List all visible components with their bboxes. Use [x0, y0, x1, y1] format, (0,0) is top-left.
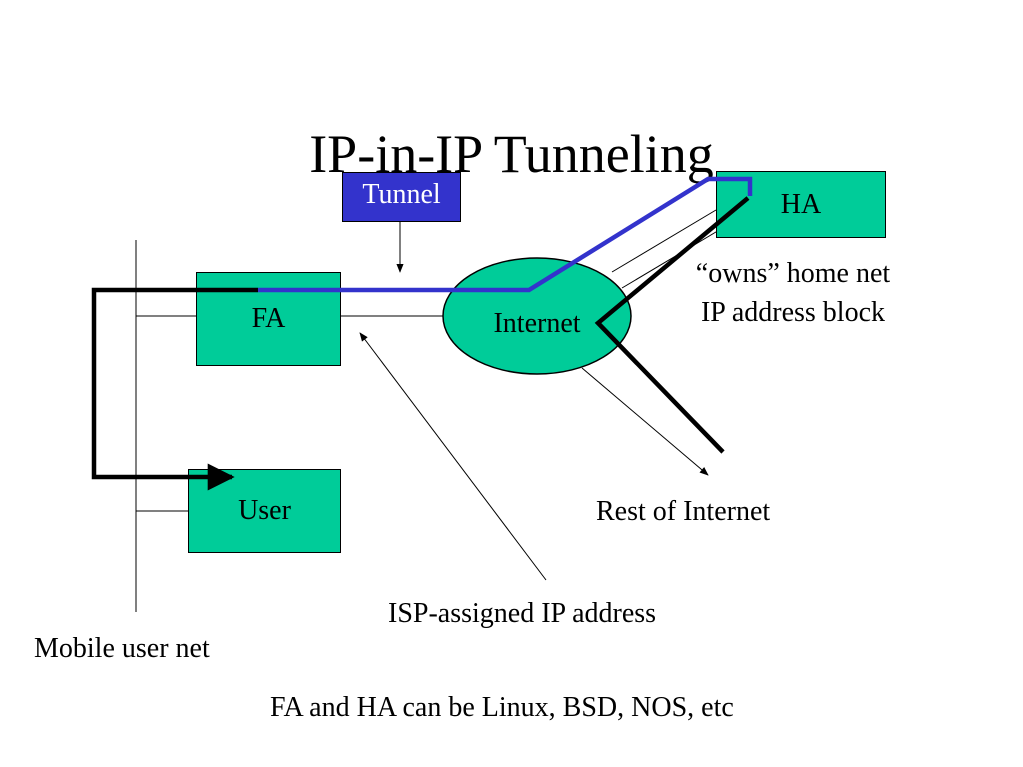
isp-address-label: ISP-assigned IP address	[388, 598, 657, 629]
rest-of-internet-arrow	[581, 367, 709, 476]
fa-label: FA	[251, 303, 286, 334]
internet-label: Internet	[493, 308, 581, 339]
data-path-fa-to-user	[91, 287, 258, 491]
rest-of-internet-label: Rest of Internet	[596, 496, 771, 527]
tunnel-path	[258, 176, 753, 293]
tunnel-box: Tunnel	[342, 172, 461, 222]
ha-box: HA	[716, 171, 886, 238]
mobile-user-net-label: Mobile user net	[34, 633, 210, 664]
isp-pointer-arrow	[359, 332, 547, 581]
fa-box: FA	[196, 272, 341, 366]
page-title: IP-in-IP Tunneling	[309, 124, 714, 184]
user-label: User	[238, 495, 291, 526]
internet-ha-link-1	[611, 209, 717, 273]
data-path-internet-to-ha	[594, 196, 750, 454]
footer-note: FA and HA can be Linux, BSD, NOS, etc	[270, 692, 734, 723]
owns-label-line2: IP address block	[700, 297, 886, 328]
tunnel-label: Tunnel	[362, 179, 441, 210]
internet-ellipse	[442, 257, 632, 375]
ha-label: HA	[780, 188, 822, 220]
owns-label-line1: “owns” home net	[695, 258, 891, 289]
user-box: User	[188, 469, 341, 553]
